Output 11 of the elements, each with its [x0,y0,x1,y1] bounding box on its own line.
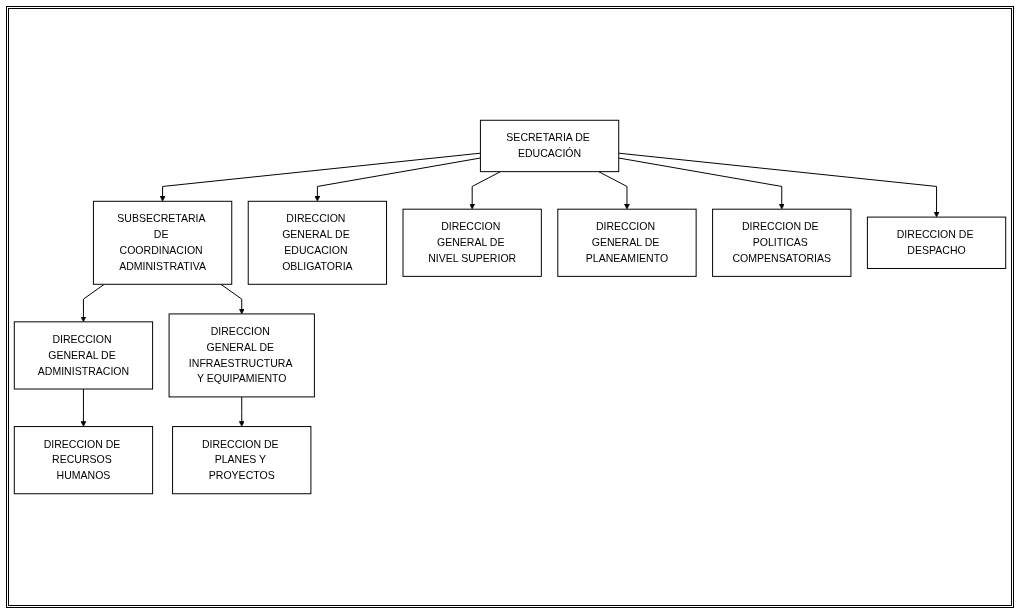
node-box: DIRECCION DE RECURSOS HUMANOS [13,426,154,495]
node-box: DIRECCION GENERAL DE NIVEL SUPERIOR [402,208,542,277]
node-box: DIRECCION DE POLITICAS COMPENSATORIAS [712,208,852,277]
node-box: SUBSECRETARIA DE COORDINACION ADMINISTRATIVA [92,200,233,285]
node-box: DIRECCION GENERAL DE INFRAESTRUCTURA Y EQUIPAMIENTO [168,313,315,398]
node-box: DIRECCION DE DESPACHO [866,216,1007,269]
node-box: DIRECCION GENERAL DE PLANEAMIENTO [557,208,697,277]
node-box: SECRETARIA DE EDUCACIÓN [479,119,620,173]
node-box: DIRECCION GENERAL DE ADMINISTRACION [13,321,154,390]
node-box: DIRECCION GENERAL DE EDUCACION OBLIGATORIA [247,200,388,285]
node-box: DIRECCION DE PLANES Y PROYECTOS [172,426,312,495]
